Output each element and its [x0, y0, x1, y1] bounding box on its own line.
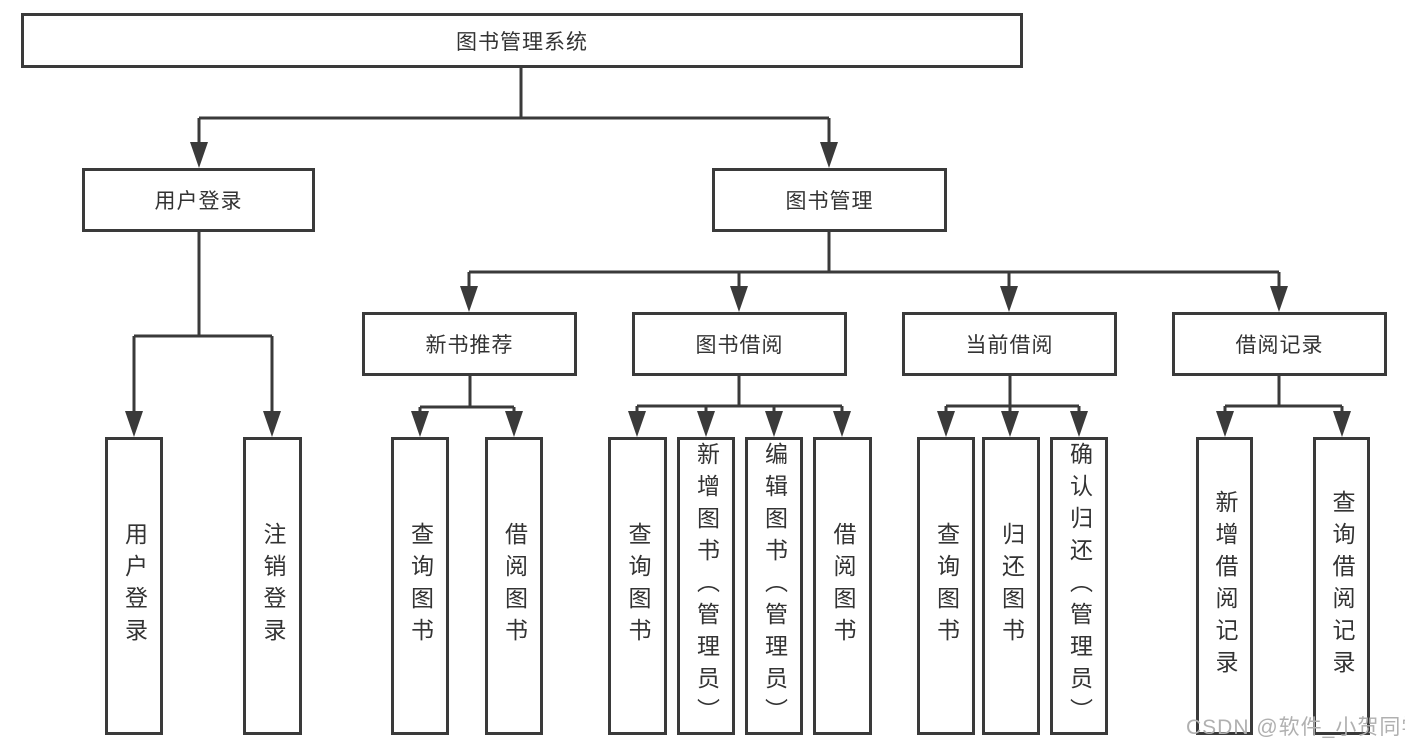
- leaf-return-book: 归还图书: [982, 437, 1040, 735]
- connector-book-borrow-children: [628, 376, 851, 437]
- node-label: 新书推荐: [425, 334, 514, 357]
- leaf-query-book-2: 查询图书: [608, 437, 667, 735]
- node-new-book-recommend: 新书推荐: [362, 312, 577, 376]
- leaf-user-login: 用户登录: [105, 437, 163, 735]
- leaf-borrow-book-2: 借阅图书: [813, 437, 872, 735]
- node-label: 图书管理系统: [456, 30, 588, 54]
- leaf-logout: 注销登录: [243, 437, 302, 735]
- leaf-query-borrow-record: 查询借阅记录: [1313, 437, 1370, 735]
- node-root-system: 图书管理系统: [21, 13, 1023, 68]
- node-label: 查询借阅记录: [1329, 490, 1355, 682]
- node-label: 当前借阅: [965, 334, 1054, 357]
- connector-current-borrow-children: [937, 376, 1088, 437]
- node-label: 图书管理: [785, 190, 874, 213]
- node-book-borrow: 图书借阅: [632, 312, 847, 376]
- node-label: 确认归还（管理员）: [1066, 442, 1093, 730]
- node-label: 编辑图书（管理员）: [761, 442, 788, 730]
- node-user-login: 用户登录: [82, 168, 315, 232]
- connector-book-mgmt-children: [460, 232, 1288, 312]
- connector-new-book-children: [411, 376, 523, 437]
- node-label: 借阅图书: [501, 522, 528, 650]
- leaf-borrow-book-1: 借阅图书: [485, 437, 543, 735]
- leaf-add-book-admin: 新增图书（管理员）: [677, 437, 735, 735]
- node-label: 图书借阅: [695, 334, 784, 357]
- node-label: 借阅图书: [830, 522, 856, 650]
- node-current-borrow: 当前借阅: [902, 312, 1117, 376]
- node-label: 注销登录: [260, 522, 286, 650]
- node-book-management: 图书管理: [712, 168, 947, 232]
- connector-borrow-record-children: [1216, 376, 1351, 437]
- csdn-watermark: CSDN @软件_小贺同学: [1186, 716, 1405, 739]
- leaf-query-book-1: 查询图书: [391, 437, 449, 735]
- connector-root-to-level2: [190, 67, 838, 168]
- leaf-query-book-3: 查询图书: [917, 437, 975, 735]
- node-label: 查询图书: [933, 522, 960, 650]
- node-label: 用户登录: [154, 190, 243, 213]
- leaf-confirm-return-admin: 确认归还（管理员）: [1050, 437, 1108, 735]
- node-label: 查询图书: [625, 522, 651, 650]
- node-borrow-record: 借阅记录: [1172, 312, 1387, 376]
- node-label: 归还图书: [998, 522, 1025, 650]
- node-label: 查询图书: [407, 522, 434, 650]
- node-label: 借阅记录: [1235, 334, 1324, 357]
- connector-user-login-children: [125, 232, 281, 437]
- node-label: 用户登录: [121, 522, 148, 650]
- leaf-add-borrow-record: 新增借阅记录: [1196, 437, 1253, 735]
- node-label: 新增借阅记录: [1212, 490, 1238, 682]
- node-label: 新增图书（管理员）: [693, 442, 720, 730]
- leaf-edit-book-admin: 编辑图书（管理员）: [745, 437, 803, 735]
